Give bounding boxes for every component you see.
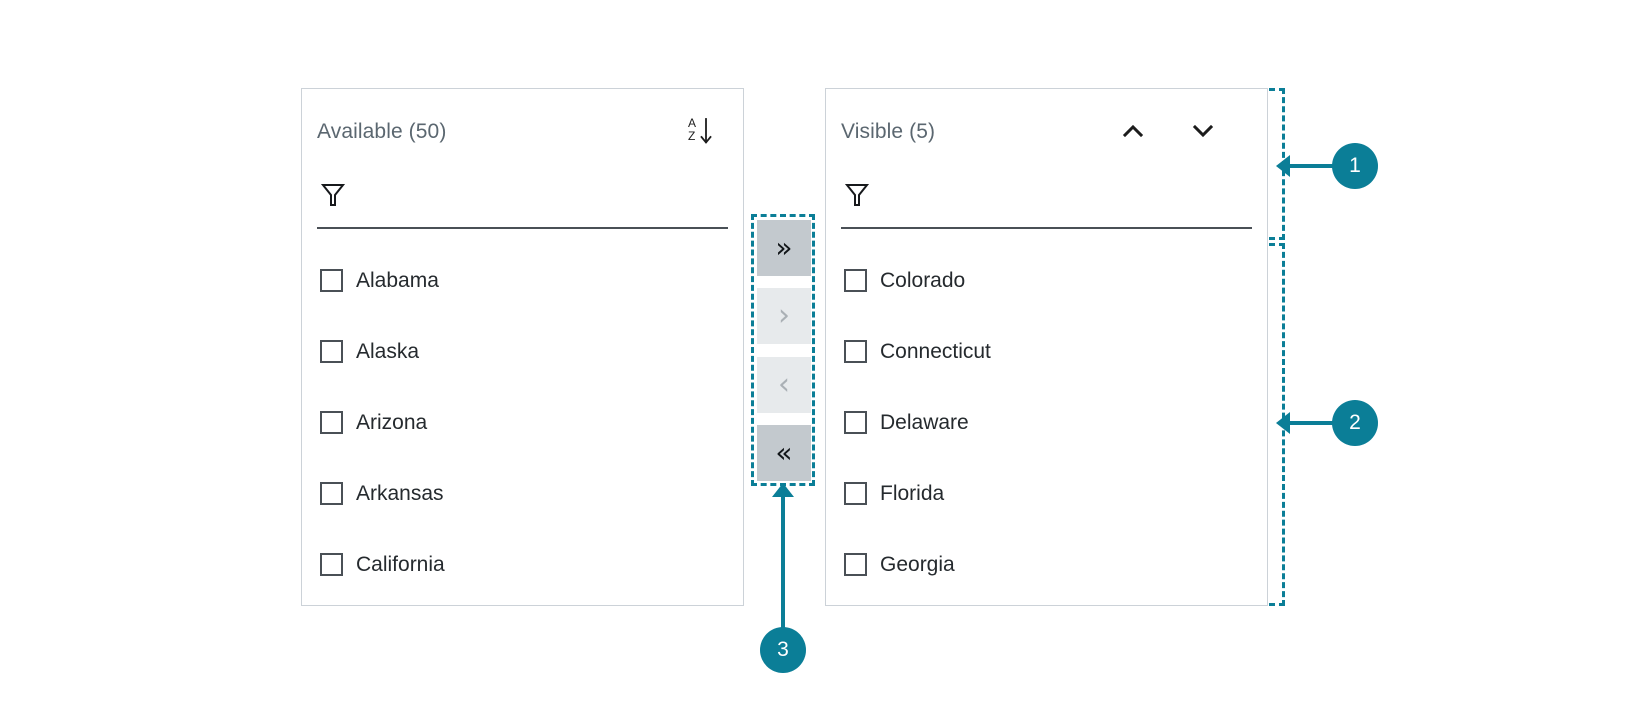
checkbox[interactable] — [320, 340, 343, 363]
visible-filter-input[interactable] — [887, 183, 1247, 213]
annotation-leader-line-2 — [1288, 421, 1334, 425]
available-panel-title: Available (50) — [317, 120, 447, 143]
move-up-button[interactable] — [1111, 115, 1155, 151]
list-item-label: Delaware — [880, 410, 969, 434]
list-item[interactable]: Delaware — [841, 387, 1259, 458]
chevron-down-icon — [1188, 116, 1218, 151]
sort-alpha-asc-icon: A Z — [688, 116, 718, 148]
sort-alpha-asc-button[interactable]: A Z — [681, 115, 725, 151]
filter-funnel-icon[interactable] — [844, 181, 870, 214]
list-item-label: Arkansas — [356, 481, 444, 505]
chevron-up-icon — [1118, 116, 1148, 151]
list-item[interactable]: Alaska — [317, 316, 735, 387]
list-item-label: Alaska — [356, 339, 420, 363]
visible-panel-header: Visible (5) — [826, 89, 1267, 179]
move-all-right-button[interactable]: » — [757, 220, 811, 276]
checkbox[interactable] — [320, 269, 343, 292]
list-item-label: Arizona — [356, 410, 428, 434]
visible-filter-row — [841, 177, 1252, 235]
annotation-region-3 — [751, 214, 815, 486]
list-item-label: Connecticut — [880, 339, 991, 363]
sort-letter-a: A — [688, 116, 697, 130]
available-filter-row — [317, 177, 728, 235]
list-item-label: Colorado — [880, 268, 966, 292]
checkbox[interactable] — [844, 411, 867, 434]
annotation-leader-line-3 — [781, 492, 785, 630]
visible-panel: Visible (5) — [825, 88, 1268, 606]
list-item[interactable]: Arizona — [317, 387, 735, 458]
transfer-button-column: » › ‹ « — [757, 220, 811, 481]
list-item[interactable]: Arkansas — [317, 458, 735, 529]
list-item-label: Georgia — [880, 552, 955, 576]
move-all-left-button[interactable]: « — [757, 425, 811, 481]
checkbox[interactable] — [320, 411, 343, 434]
checkbox[interactable] — [844, 482, 867, 505]
checkbox[interactable] — [320, 482, 343, 505]
annotation-badge-1: 1 — [1332, 143, 1378, 189]
available-panel-header: Available (50) A Z — [302, 89, 743, 179]
checkbox[interactable] — [844, 269, 867, 292]
list-item[interactable]: Alabama — [317, 245, 735, 316]
annotation-arrow-2 — [1276, 412, 1290, 434]
annotation-badge-3: 3 — [760, 627, 806, 673]
available-filter-input[interactable] — [363, 183, 723, 213]
checkbox[interactable] — [320, 553, 343, 576]
list-item[interactable]: Georgia — [841, 529, 1259, 599]
checkbox[interactable] — [844, 340, 867, 363]
annotation-arrow-3 — [772, 483, 794, 497]
available-filter-underline — [317, 227, 728, 229]
annotation-leader-line-1 — [1288, 164, 1334, 168]
list-item[interactable]: California — [317, 529, 735, 599]
visible-filter-underline — [841, 227, 1252, 229]
checkbox[interactable] — [844, 553, 867, 576]
visible-panel-title: Visible (5) — [841, 120, 936, 143]
list-item[interactable]: Colorado — [841, 245, 1259, 316]
sort-letter-z: Z — [688, 129, 696, 143]
list-item-label: Alabama — [356, 268, 439, 292]
move-left-button: ‹ — [757, 357, 811, 413]
list-item-label: Florida — [880, 481, 945, 505]
annotation-badge-2: 2 — [1332, 400, 1378, 446]
list-item[interactable]: Connecticut — [841, 316, 1259, 387]
move-down-button[interactable] — [1181, 115, 1225, 151]
list-item[interactable]: Florida — [841, 458, 1259, 529]
list-item-label: California — [356, 552, 445, 576]
available-panel: Available (50) A Z — [301, 88, 744, 606]
annotation-arrow-1 — [1276, 155, 1290, 177]
move-right-button: › — [757, 288, 811, 344]
filter-funnel-icon[interactable] — [320, 181, 346, 214]
